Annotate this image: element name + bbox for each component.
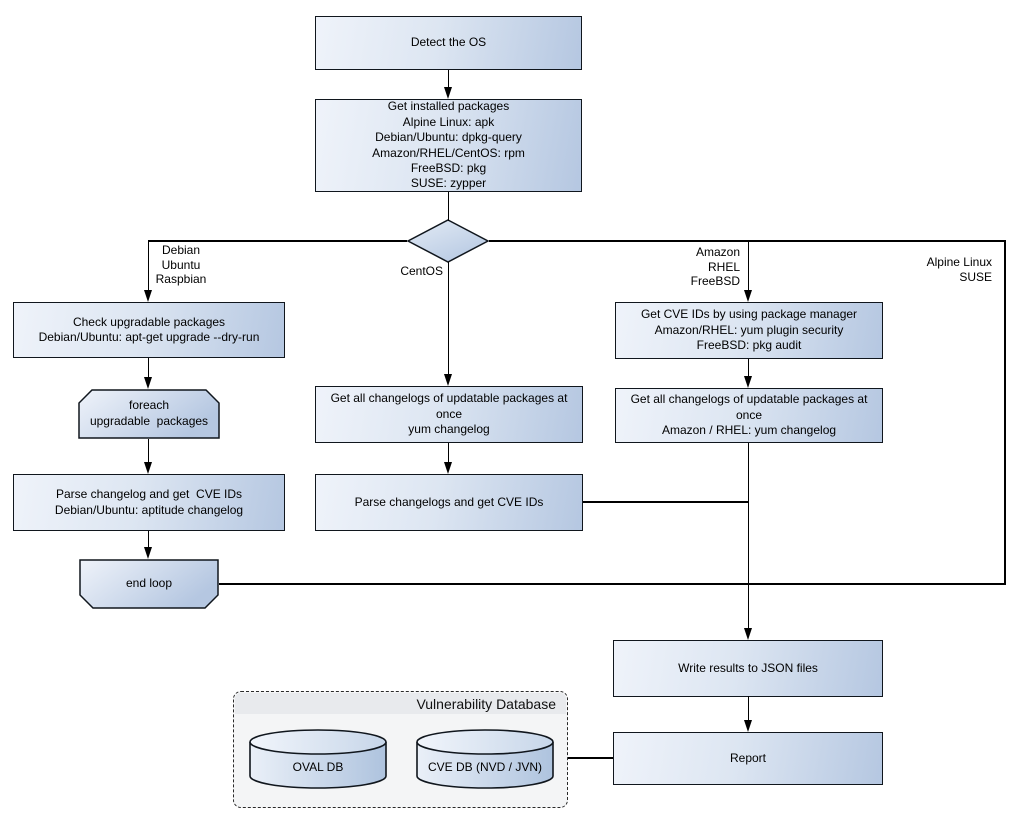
edge-label-centos-branch: CentOS: [400, 264, 443, 278]
node-check-upgradable-label: Check upgradable packages Debian/Ubuntu:…: [38, 314, 260, 344]
cve-db-label: CVE DB (NVD / JVN): [427, 760, 542, 774]
node-report-label: Report: [729, 750, 767, 765]
node-parse-changelog-deb: Parse changelog and get CVE IDs Debian/U…: [13, 474, 285, 531]
node-get-installed-packages: Get installed packages Alpine Linux: apk…: [315, 99, 582, 192]
node-detect-os: Detect the OS: [315, 16, 582, 70]
decision-diamond: [406, 218, 490, 264]
arrowhead-to-foreach: [143, 377, 152, 389]
edge-label-amazon-branch: Amazon RHEL FreeBSD: [690, 245, 740, 289]
node-end-loop: end loop: [79, 559, 219, 609]
connector-check-to-foreach: [147, 358, 149, 378]
edge-label-alpine-branch: Alpine Linux SUSE: [926, 255, 992, 284]
connector-diamond-right: [489, 240, 1006, 242]
node-get-cve-ids-pkg-mgr-label: Get CVE IDs by using package manager Ama…: [640, 307, 858, 353]
node-parse-changelogs-centos-label: Parse changelogs and get CVE IDs: [354, 494, 544, 509]
node-write-results-label: Write results to JSON files: [678, 660, 818, 675]
vulnerability-database-title: Vulnerability Database: [416, 695, 556, 712]
connector-to-write-results: [747, 443, 749, 629]
cve-db-cylinder: CVE DB (NVD / JVN): [415, 728, 555, 790]
node-report: Report: [613, 732, 883, 785]
connector-cveids-to-changelogs: [747, 359, 749, 377]
arrowhead-to-report: [743, 720, 752, 732]
connector-db-to-report: [568, 757, 613, 759]
connector-centos-down: [447, 262, 449, 374]
node-end-loop-label: end loop: [125, 576, 173, 591]
vulnerability-database-header: Vulnerability Database: [235, 693, 566, 714]
arrowhead-to-parse-deb: [143, 462, 152, 474]
connector-diamond-left: [148, 240, 407, 242]
node-foreach-loop: foreach upgradable packages: [78, 389, 220, 439]
node-get-changelogs-centos-label: Get all changelogs of updatable packages…: [330, 391, 568, 437]
node-get-cve-ids-pkg-mgr: Get CVE IDs by using package manager Ama…: [615, 302, 883, 359]
connector-detect-to-installed: [447, 70, 449, 88]
node-get-installed-packages-label: Get installed packages Alpine Linux: apk…: [372, 99, 525, 191]
arrowhead-to-cveids: [743, 290, 752, 302]
database-cylinder-icon: [416, 729, 554, 789]
node-get-changelogs-amazon-label: Get all changelogs of updatable packages…: [630, 392, 868, 438]
oval-db-label: OVAL DB: [292, 760, 344, 774]
connector-amazon-down: [747, 241, 749, 291]
arrowhead-to-changelogs-centos: [443, 374, 452, 386]
arrowhead-to-changelogs-amazon: [743, 376, 752, 388]
node-foreach-loop-label: foreach upgradable packages: [89, 398, 209, 428]
arrowhead-to-endloop: [143, 547, 152, 559]
connector-alpine-down: [1004, 240, 1006, 585]
connector-parse-to-endloop: [147, 531, 149, 548]
connector-installed-to-diamond: [447, 192, 449, 221]
decision-diamond-shape: [406, 219, 490, 263]
database-cylinder-icon: [249, 729, 387, 789]
arrowhead-to-write-results: [743, 628, 752, 640]
loop-end-shape: [79, 559, 219, 609]
connector-endloop-right: [219, 583, 1006, 585]
loop-start-shape: [78, 389, 220, 439]
arrowhead-to-installed: [443, 87, 452, 99]
node-parse-changelog-deb-label: Parse changelog and get CVE IDs Debian/U…: [54, 487, 244, 517]
connector-foreach-to-parse: [147, 439, 149, 463]
connector-write-to-report: [747, 696, 749, 721]
arrowhead-to-parse-centos: [443, 462, 452, 474]
oval-db-cylinder: OVAL DB: [248, 728, 388, 790]
arrowhead-to-check-upgradable: [143, 290, 152, 302]
node-parse-changelogs-centos: Parse changelogs and get CVE IDs: [315, 474, 583, 531]
node-detect-os-label: Detect the OS: [410, 35, 487, 50]
connector-changelogs-to-parse-centos: [447, 443, 449, 463]
node-get-changelogs-centos: Get all changelogs of updatable packages…: [315, 386, 583, 443]
connector-parse-centos-right: [583, 501, 748, 503]
node-get-changelogs-amazon: Get all changelogs of updatable packages…: [615, 388, 883, 443]
edge-label-debian-branch: Debian Ubuntu Raspbian: [155, 243, 207, 287]
node-write-results: Write results to JSON files: [613, 640, 883, 697]
node-check-upgradable: Check upgradable packages Debian/Ubuntu:…: [13, 302, 285, 358]
connector-debian-down: [147, 241, 149, 291]
